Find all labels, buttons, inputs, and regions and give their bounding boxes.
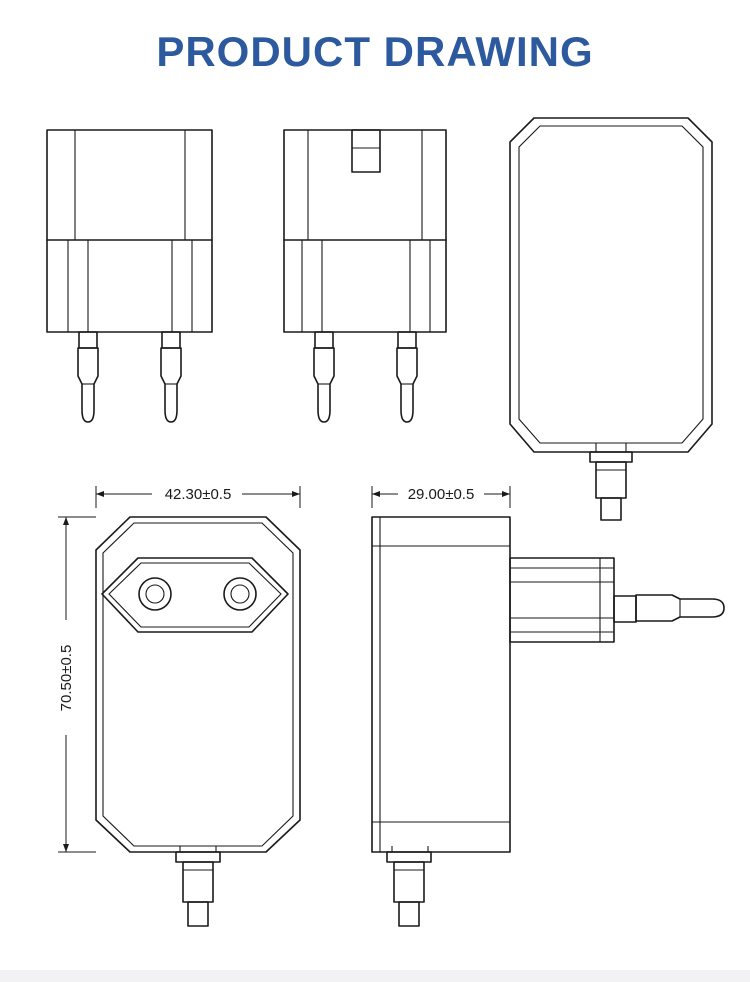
height-dimension-label: 70.50±0.5: [58, 645, 75, 712]
pin-right: [160, 331, 182, 423]
adapter-side-view: 29.00±0.5: [371, 486, 725, 927]
socket-hole-right: [223, 577, 257, 611]
socket-outline: [101, 557, 289, 633]
depth-dimension-label: 29.00±0.5: [408, 486, 475, 503]
width-dimension-label: 42.30±0.5: [165, 486, 232, 503]
plug-front-view: [46, 129, 213, 423]
adapter-front-view: 42.30±0.5 70.50±0.5: [58, 486, 301, 927]
side-pin: [613, 594, 725, 623]
adapter-back-view: [509, 117, 713, 521]
pin-right: [396, 331, 418, 423]
socket-hole-left: [138, 577, 172, 611]
pin-left: [77, 331, 99, 423]
bottom-strip: [0, 970, 750, 982]
pin-left: [313, 331, 335, 423]
plug-rear-view: [283, 129, 447, 423]
page-title: PRODUCT DRAWING: [156, 28, 594, 75]
